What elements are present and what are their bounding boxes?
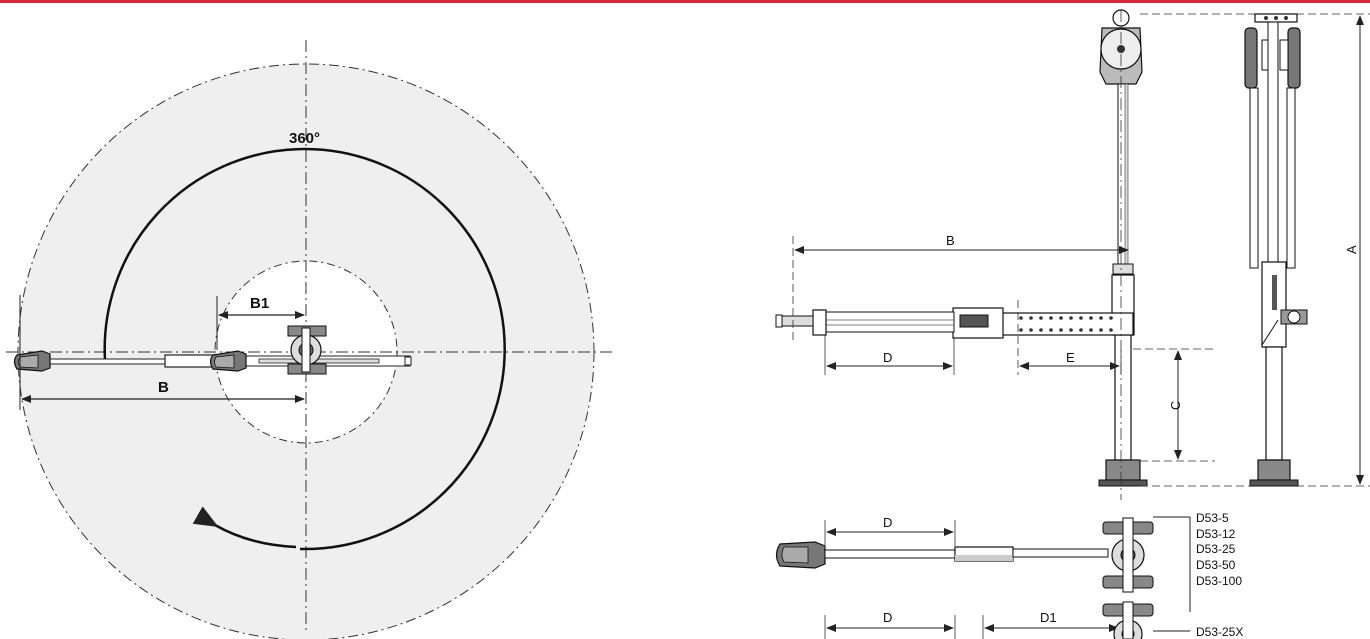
side-dimension-d-label: D — [883, 350, 892, 365]
front-view — [1244, 13, 1308, 487]
bottom-view-1: D D53-5 D53-12 D53-25 D53-50 D53-100 — [775, 511, 1242, 612]
rotation-arc — [103, 147, 506, 551]
top-accent-bar — [0, 0, 1370, 3]
side-dimension-e-label: E — [1066, 350, 1075, 365]
rotation-label: 360° — [289, 130, 320, 147]
arm-holes — [1019, 316, 1113, 332]
dimension-b-label: B — [158, 379, 169, 396]
model-d53-25x: D53-25X — [1196, 625, 1243, 639]
bottom-view-2: D D1 D53-25X — [824, 601, 1243, 639]
side-dimension-c-label: C — [1168, 401, 1183, 410]
side-view: B D E C A — [775, 9, 1370, 500]
model-d53-50: D53-50 — [1196, 558, 1236, 572]
dimension-b1-label: B1 — [250, 295, 269, 312]
side-dimension-a-label: A — [1344, 245, 1359, 254]
rotation-top-view: 360° B1 B — [6, 40, 615, 639]
model-d53-5: D53-5 — [1196, 511, 1229, 525]
bottom1-dimension-d-label: D — [883, 515, 892, 530]
bottom2-dimension-d1-label: D1 — [1040, 610, 1057, 625]
column-head — [287, 325, 327, 375]
model-d53-25: D53-25 — [1196, 542, 1236, 556]
bottom2-dimension-d-label: D — [883, 610, 892, 625]
model-d53-12: D53-12 — [1196, 527, 1236, 541]
model-d53-100: D53-100 — [1196, 574, 1242, 588]
rotation-arrow-icon — [192, 506, 297, 549]
side-dimension-b-label: B — [946, 233, 955, 248]
